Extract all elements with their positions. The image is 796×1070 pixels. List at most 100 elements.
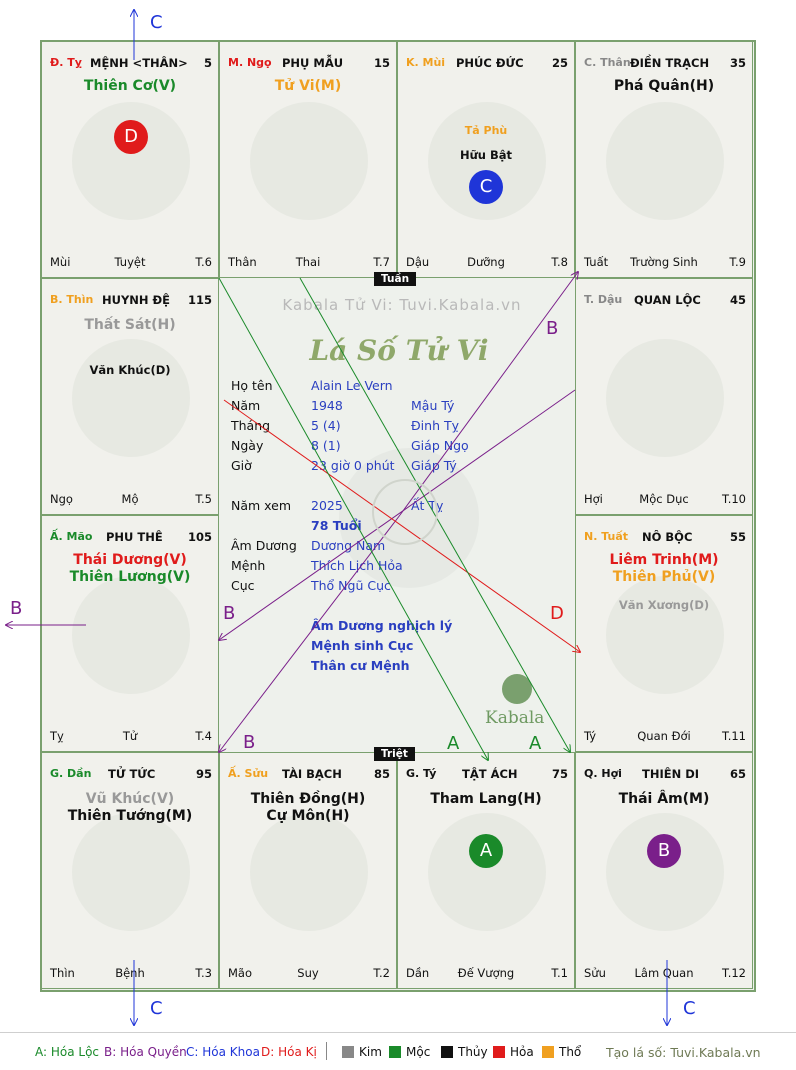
palace-age: 35 (729, 56, 746, 70)
palace-phuc-duc[interactable]: K. Mùi PHÚC ĐỨC 25 Tả Phù Hữu Bật C Dậu … (397, 41, 575, 278)
palace-stem: G. Tý (406, 767, 437, 780)
legend-credit: Tạo lá số: Tuvi.Kabala.vn (606, 1045, 761, 1060)
palace-age: 105 (187, 530, 212, 544)
palace-branch: Thân (228, 255, 257, 269)
palace-branch: Tuất (584, 255, 609, 269)
label-a-1: A (447, 733, 460, 754)
palace-branch: Dậu (406, 255, 430, 269)
palace-stem: B. Thìn (50, 293, 94, 306)
palace-month: T.11 (722, 729, 746, 743)
main-star: Cự Môn(H) (266, 808, 350, 824)
main-star: Tử Vi(M) (274, 78, 342, 94)
palace-age: 85 (373, 767, 390, 781)
palace-month: T.5 (195, 492, 212, 506)
palace-month: T.10 (722, 492, 746, 506)
legend-divider (0, 1032, 796, 1033)
palace-menh[interactable]: Đ. Tỵ MỆNH <THÂN> 5 Thiên Cơ(V) D Mùi Tu… (41, 41, 219, 278)
badge-hoa-loc: A (469, 834, 503, 868)
palace-stem: N. Tuất (584, 530, 629, 543)
palace-name: NÔ BỘC (642, 530, 693, 544)
palace-name: MỆNH <THÂN> (90, 56, 188, 70)
palace-age: 45 (729, 293, 746, 307)
palace-name: PHÚC ĐỨC (456, 56, 524, 70)
main-star: Tham Lang(H) (430, 791, 542, 807)
main-star: Thái Âm(M) (618, 791, 710, 807)
palace-dien-trach[interactable]: C. Thân ĐIỀN TRẠCH 35 Phá Quân(H) Tuất T… (575, 41, 753, 278)
main-star: Thiên Lương(V) (69, 569, 191, 585)
palace-branch: Ngọ (50, 492, 73, 506)
label-a-2: A (529, 733, 542, 754)
legend-hoa-quyen: B: Hóa Quyền (104, 1045, 187, 1059)
palace-name: TỬ TỨC (108, 767, 156, 781)
palace-stage: Mộ (121, 492, 139, 506)
palace-stem: T. Dậu (584, 293, 623, 306)
minor-star: Hữu Bật (459, 148, 513, 162)
palace-branch: Mùi (50, 255, 71, 269)
label-b-right: B (546, 318, 559, 339)
palace-month: T.1 (551, 966, 568, 980)
note: Âm Dương nghịch lý (311, 618, 453, 633)
rooster-watermark (606, 339, 724, 457)
palace-quan-loc[interactable]: T. Dậu QUAN LỘC 45 Hợi Mộc Dục T.10 (575, 278, 753, 515)
legend-hoa-khoa: C: Hóa Khoa (186, 1045, 260, 1059)
badge-hoa-ki: D (114, 120, 148, 154)
palace-month: T.6 (195, 255, 212, 269)
main-star: Vũ Khúc(V) (85, 791, 175, 807)
palace-stage: Suy (297, 966, 319, 980)
palace-age: 5 (203, 56, 212, 70)
palace-stage: Trường Sinh (630, 255, 698, 269)
legend-kim: Kim (359, 1045, 382, 1059)
palace-tu-tuc[interactable]: G. Dần TỬ TỨC 95 Vũ Khúc(V) Thiên Tướng(… (41, 752, 219, 989)
label-d: D (550, 603, 564, 624)
main-star: Thái Dương(V) (73, 552, 187, 568)
palace-branch: Thìn (50, 966, 75, 980)
swatch-hoa (493, 1046, 505, 1058)
palace-tat-ach[interactable]: G. Tý TẬT ÁCH 75 Tham Lang(H) A Dần Đế V… (397, 752, 575, 989)
palace-stem: Ấ. Sửu (228, 767, 269, 780)
palace-stage: Bệnh (115, 966, 145, 980)
palace-name: THIÊN DI (642, 767, 700, 781)
swatch-thuy (441, 1046, 453, 1058)
legend-separator (326, 1042, 327, 1060)
main-star: Liêm Trinh(M) (609, 552, 719, 568)
palace-stem: Ấ. Mão (50, 530, 93, 543)
palace-stem: K. Mùi (406, 56, 446, 69)
palace-tai-bach[interactable]: Ấ. Sửu TÀI BẠCH 85 Thiên Đồng(H) Cự Môn(… (219, 752, 397, 989)
palace-stage: Lâm Quan (634, 966, 694, 980)
palace-huynh-de[interactable]: B. Thìn HUYNH ĐỆ 115 Thất Sát(H) Văn Khú… (41, 278, 219, 515)
note: Thân cư Mệnh (311, 658, 410, 673)
palace-thien-di[interactable]: Q. Hợi THIÊN DI 65 Thái Âm(M) B Sửu Lâm … (575, 752, 753, 989)
palace-age: 95 (195, 767, 212, 781)
legend-hoa: Hỏa (510, 1045, 534, 1059)
legend-thuy: Thủy (458, 1045, 488, 1059)
dragon-watermark (72, 339, 190, 457)
palace-no-boc[interactable]: N. Tuất NÔ BỘC 55 Liêm Trinh(M) Thiên Ph… (575, 515, 753, 752)
palace-month: T.2 (373, 966, 390, 980)
palace-phu-mau[interactable]: M. Ngọ PHỤ MẪU 15 Tử Vi(M) Thân Thai T.7 (219, 41, 397, 278)
palace-name: TẬT ÁCH (462, 767, 518, 781)
palace-age: 25 (551, 56, 568, 70)
main-star: Thiên Cơ(V) (83, 78, 177, 94)
palace-stem: Q. Hợi (584, 767, 622, 780)
monkey-watermark (606, 102, 724, 220)
palace-stem: C. Thân (584, 56, 631, 69)
palace-branch: Tý (584, 729, 597, 743)
palace-month: T.9 (729, 255, 746, 269)
label-b-left: B (10, 598, 23, 619)
legend-tho: Thổ (559, 1045, 582, 1059)
palace-stage: Dưỡng (467, 255, 505, 269)
swatch-kim (342, 1046, 354, 1058)
note: Mệnh sinh Cục (311, 638, 414, 653)
palace-phu-the[interactable]: Ấ. Mão PHU THÊ 105 Thái Dương(V) Thiên L… (41, 515, 219, 752)
palace-stage: Tuyệt (114, 255, 146, 269)
center-info-panel: Kabala Tử Vi: Tuvi.Kabala.vn Lá Số Tử Vi… (219, 278, 575, 752)
swatch-tho (542, 1046, 554, 1058)
palace-stage: Thai (295, 255, 321, 269)
minor-star: Văn Khúc(D) (89, 363, 171, 377)
palace-month: T.7 (373, 255, 390, 269)
label-c-bottom-right: C (683, 998, 696, 1019)
cat-watermark (72, 576, 190, 694)
palace-stage: Tử (122, 729, 138, 743)
main-star: Thất Sát(H) (84, 317, 176, 333)
main-star: Thiên Phủ(V) (612, 569, 716, 585)
